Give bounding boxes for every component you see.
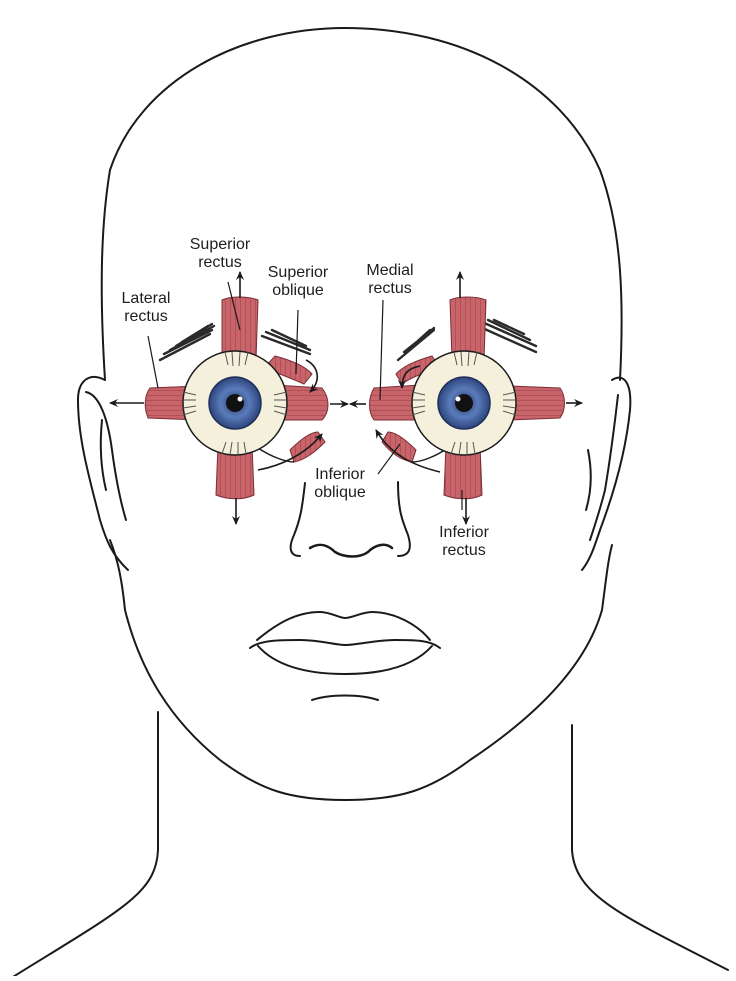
head-outline <box>4 26 729 981</box>
leader-lines <box>147 281 463 510</box>
right-eye <box>144 296 329 500</box>
label-inferior-rectus: Inferior rectus <box>439 524 489 559</box>
label-inferior-oblique: Inferior oblique <box>314 466 366 501</box>
eyebrows <box>158 318 538 362</box>
left-eye <box>369 296 565 500</box>
label-lateral-rectus: Lateral rectus <box>121 290 171 325</box>
label-superior-rectus: Superior rectus <box>189 236 251 271</box>
action-arrows <box>109 271 583 525</box>
label-medial-rectus: Medial rectus <box>366 262 414 297</box>
label-superior-oblique: Superior oblique <box>267 264 329 299</box>
